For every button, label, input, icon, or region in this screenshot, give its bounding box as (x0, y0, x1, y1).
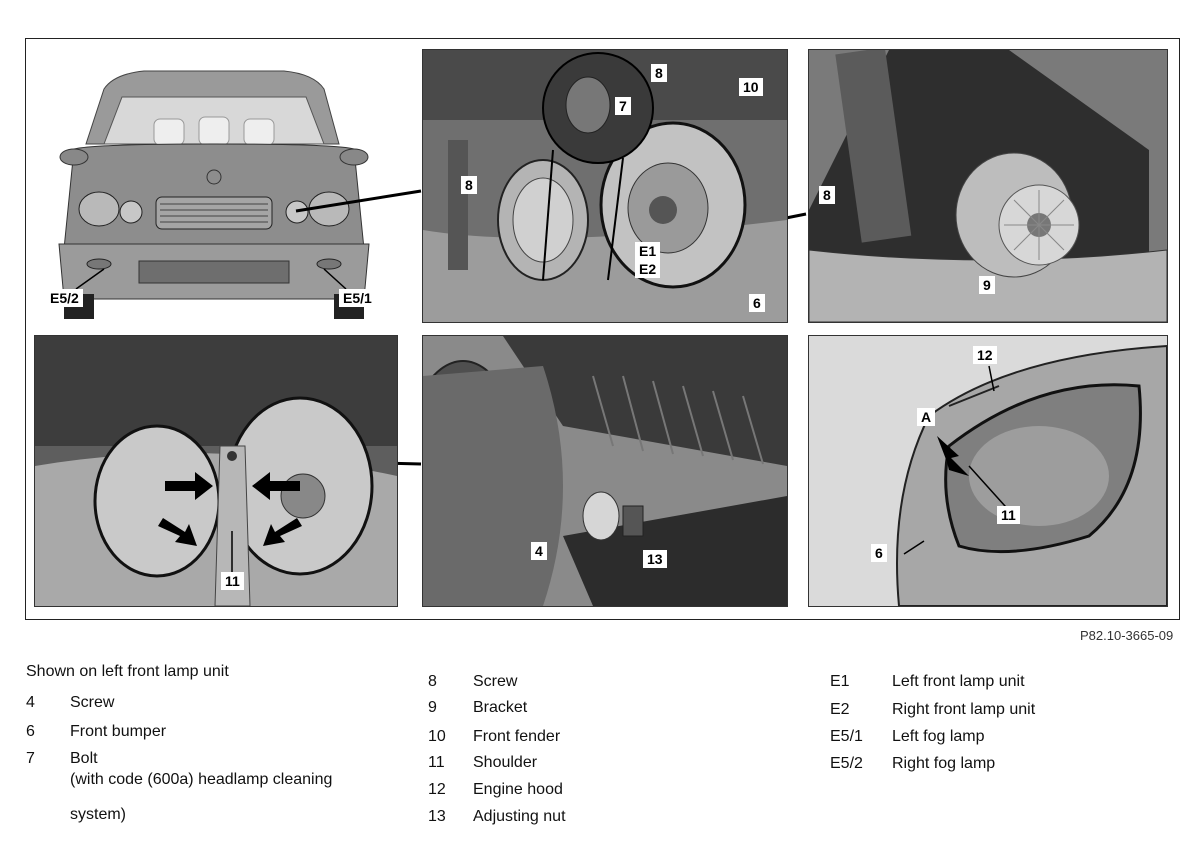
legend-number: E1 (830, 673, 850, 690)
legend-number: 10 (428, 728, 446, 745)
legend-label: Left front lamp unit (892, 673, 1025, 690)
callout-11-hood: 11 (997, 506, 1020, 524)
legend-label: Bolt (70, 750, 98, 767)
legend-bolt-note-1: (with code (600a) headlamp cleaning (70, 771, 333, 788)
legend-number: 8 (428, 673, 437, 690)
callout-6-hood: 6 (871, 544, 887, 562)
legend-number: 13 (428, 808, 446, 825)
legend-bolt-note-2: system) (70, 806, 126, 823)
legend-number: E2 (830, 701, 850, 718)
callout-7: 7 (615, 97, 631, 115)
callout-e2: E2 (635, 260, 661, 278)
legend-label: Screw (70, 694, 115, 711)
callout-9: 9 (979, 276, 995, 294)
figure-reference-code: P82.10-3665-09 (1080, 628, 1174, 643)
callout-8-left: 8 (461, 176, 477, 194)
figure-frame: E5/2 E5/1 8 10 7 8 E1 E2 6 (25, 38, 1180, 620)
callout-e1: E1 (635, 242, 661, 260)
legend-label: Front bumper (70, 723, 167, 740)
callout-11: 11 (221, 572, 244, 590)
legend-number: E5/1 (830, 728, 863, 745)
callout-4: 4 (531, 542, 547, 560)
headlamp-assembly-illustration (423, 50, 787, 322)
callout-12: 12 (973, 346, 997, 364)
legend-label: Screw (473, 673, 518, 690)
legend-number: 7 (26, 750, 35, 767)
callout-e5-2: E5/2 (46, 289, 83, 307)
legend-number: 12 (428, 781, 446, 798)
legend-label: Front fender (473, 728, 561, 745)
callout-6: 6 (749, 294, 765, 312)
legend-heading: Shown on left front lamp unit (26, 663, 229, 680)
legend-label: Right front lamp unit (892, 701, 1036, 718)
callout-8: 8 (819, 186, 835, 204)
legend-number: 11 (428, 754, 445, 771)
legend-number: E5/2 (830, 755, 863, 772)
callout-8-top: 8 (651, 64, 667, 82)
panel-hood-gap: 12 A 11 6 (808, 335, 1168, 607)
legend-number: 4 (26, 694, 35, 711)
legend-number: 9 (428, 699, 437, 716)
callout-10: 10 (739, 78, 763, 96)
callout-a: A (917, 408, 936, 426)
panel-bracket: 8 9 (808, 49, 1168, 323)
callout-13: 13 (643, 550, 667, 568)
legend-label: Left fog lamp (892, 728, 985, 745)
legend-label: Bracket (473, 699, 528, 716)
panel-adjusting-nut: 4 13 (422, 335, 788, 607)
legend-label: Adjusting nut (473, 808, 566, 825)
callout-e5-1: E5/1 (339, 289, 376, 307)
legend-label: Engine hood (473, 781, 563, 798)
panel-shoulder: 11 (34, 335, 398, 607)
panel-headlamp-assembly: 8 10 7 8 E1 E2 6 (422, 49, 788, 323)
legend-label: Shoulder (473, 754, 538, 771)
legend-number: 6 (26, 723, 35, 740)
shoulder-illustration (35, 336, 397, 606)
panel-car-front: E5/2 E5/1 (34, 49, 389, 324)
adjusting-nut-illustration (423, 336, 787, 606)
hood-gap-illustration (809, 336, 1167, 606)
car-front-illustration (34, 49, 389, 324)
legend-label: Right fog lamp (892, 755, 996, 772)
